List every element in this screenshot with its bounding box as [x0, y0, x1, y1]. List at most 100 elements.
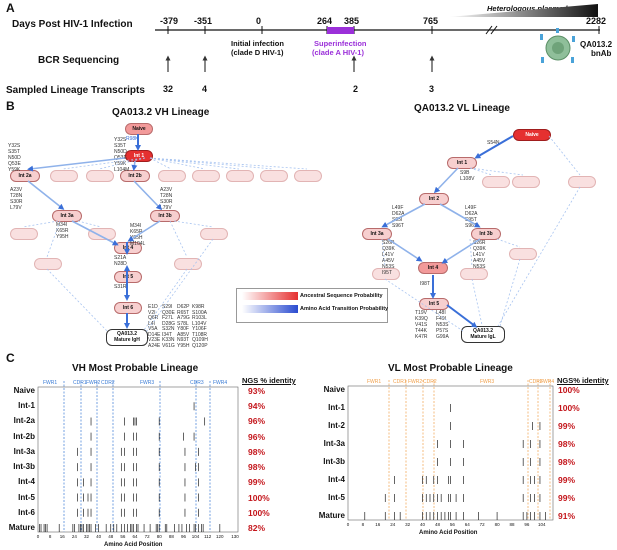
vh_plot-region-cdr3: CDR3 [190, 380, 204, 386]
vl-mut-naive: S54N [487, 140, 500, 146]
vl-node-faded-2 [512, 176, 540, 188]
vh_plot-region-fwr2: FWR2 [86, 380, 101, 386]
panel-b-label: B [6, 99, 15, 113]
vh_plot-row-label: Int-4 [18, 477, 35, 487]
superinfection-label: Superinfection [314, 39, 367, 48]
vh-node-faded-9 [88, 228, 116, 240]
vl_plot-x-tick: 32 [405, 522, 411, 527]
vl_plot-x-tick: 72 [479, 522, 485, 527]
vh_plot-x-tick: 48 [108, 534, 114, 539]
tick-351: -351 [194, 16, 213, 26]
vh_plot-row-label: Int-3a [13, 446, 35, 456]
vl_plot-x-tick: 48 [434, 522, 440, 527]
vh_plot-x-tick: 112 [204, 534, 212, 539]
vl_plot-pct: 100% [558, 385, 580, 395]
vl_plot-x-tick: 24 [390, 522, 396, 527]
vl-node-faded-4 [509, 248, 537, 260]
vh_plot-x-tick: 104 [191, 534, 200, 539]
vh_plot-pct: 100% [248, 507, 270, 518]
vh_plot-x-tick: 40 [96, 534, 102, 539]
vl-node-faded-1 [482, 176, 510, 188]
legend-blue-gradient [242, 305, 298, 313]
vl_plot-region-cdr2: CDR2 [423, 379, 437, 385]
panel-a-label: A [6, 1, 15, 15]
vl-xlabel: Amino Acid Position [419, 530, 478, 536]
vh_plot-pct: 98% [248, 446, 266, 457]
vl_plot-x-tick: 40 [420, 522, 426, 527]
vh_plot-x-tick: 32 [83, 534, 89, 539]
vl_plot-x-tick: 80 [494, 522, 500, 527]
vh_plot-x-tick: 56 [120, 534, 126, 539]
timeline-ticks [167, 26, 600, 34]
vh_plot-region-cdr2: CDR2 [101, 380, 115, 386]
vh-node-int6: Int 6 [114, 302, 142, 314]
vh-node-faded-8 [10, 228, 38, 240]
initial-clade-label: (clade D HIV-1) [231, 48, 284, 57]
vh-node-faded-7 [294, 170, 322, 182]
vl_plot-x-tick: 104 [538, 522, 546, 527]
vh-node-faded-6 [260, 170, 288, 182]
count-32: 32 [163, 84, 174, 94]
vl-node-int4: Int 4 [418, 262, 448, 274]
vh-node-mature: QA013.2 Mature IgH [106, 329, 148, 346]
vh_plot-row-label: Naive [13, 386, 35, 395]
axis-break-icon [485, 25, 498, 35]
vh-node-faded-12 [174, 258, 202, 270]
vh_plot-x-tick: 80 [156, 534, 162, 539]
vl_plot-row-label: Int-2 [328, 421, 345, 430]
vl_plot-region-fwr4: FWR4 [540, 379, 555, 385]
vh_plot-pct: 96% [248, 416, 266, 427]
sampled-label: Sampled Lineage Transcripts [6, 85, 145, 96]
tick-0: 0 [256, 16, 262, 26]
vl_plot-pct: 99% [558, 475, 576, 485]
vl-node-faded-6 [460, 268, 488, 280]
vl_plot-pct: 98% [558, 457, 576, 467]
vh_plot-x-tick: 130 [231, 534, 239, 539]
vh_plot-row-label: Int-2b [13, 431, 35, 441]
vl-plot-title: VL Most Probable Lineage [388, 363, 513, 374]
vl-mature-line1: QA013.2 [472, 328, 493, 334]
vh_plot-x-tick: 0 [36, 534, 40, 539]
vh_plot-row-label: Int-5 [18, 492, 35, 502]
vl-plot [347, 380, 554, 521]
vh_plot-x-tick: 120 [216, 534, 224, 539]
vh_plot-x-tick: 72 [144, 534, 150, 539]
vh-node-int2a: Int 2a [10, 170, 40, 182]
initial-infection-label: Initial infection [231, 39, 284, 48]
vh_plot-x-tick: 96 [180, 534, 186, 539]
gradient-label: Heterologous plasma breadth [487, 4, 593, 13]
tick-2282: 2282 [586, 16, 607, 26]
vh-node-faded-5 [226, 170, 254, 182]
vl-node-int2: Int 2 [419, 193, 449, 205]
vh-mature-line1: QA013.2 [116, 331, 137, 337]
vl_plot-x-tick: 56 [449, 522, 455, 527]
vh-node-faded-3 [158, 170, 186, 182]
vh_plot-x-tick: 8 [48, 534, 52, 539]
vl-mature-line2: Mature IgL [470, 334, 496, 340]
vh-strong-edges [124, 134, 141, 329]
vh_plot-pct: 98% [248, 462, 266, 473]
days-label: Days Post HIV-1 Infection [12, 19, 133, 30]
vl-node-naive: Naive [513, 129, 551, 141]
vh_plot-region-cdr1: CDR1 [73, 380, 87, 386]
vh-mut-naive: R98K [126, 136, 139, 142]
vh_plot-frame [37, 386, 239, 533]
vh-node-int3b: Int 3b [150, 210, 180, 222]
vh_plot-x-tick: 88 [168, 534, 174, 539]
vl_plot-row-label: Int-1 [328, 403, 345, 412]
tick-379: -379 [160, 16, 179, 26]
vh_plot-region-fwr3: FWR3 [140, 380, 155, 386]
vh-plot [37, 381, 239, 533]
vl_plot-x-tick: 16 [375, 522, 381, 527]
vl_plot-row-label: Int-3b [323, 457, 345, 466]
bcr-label: BCR Sequencing [38, 55, 120, 66]
